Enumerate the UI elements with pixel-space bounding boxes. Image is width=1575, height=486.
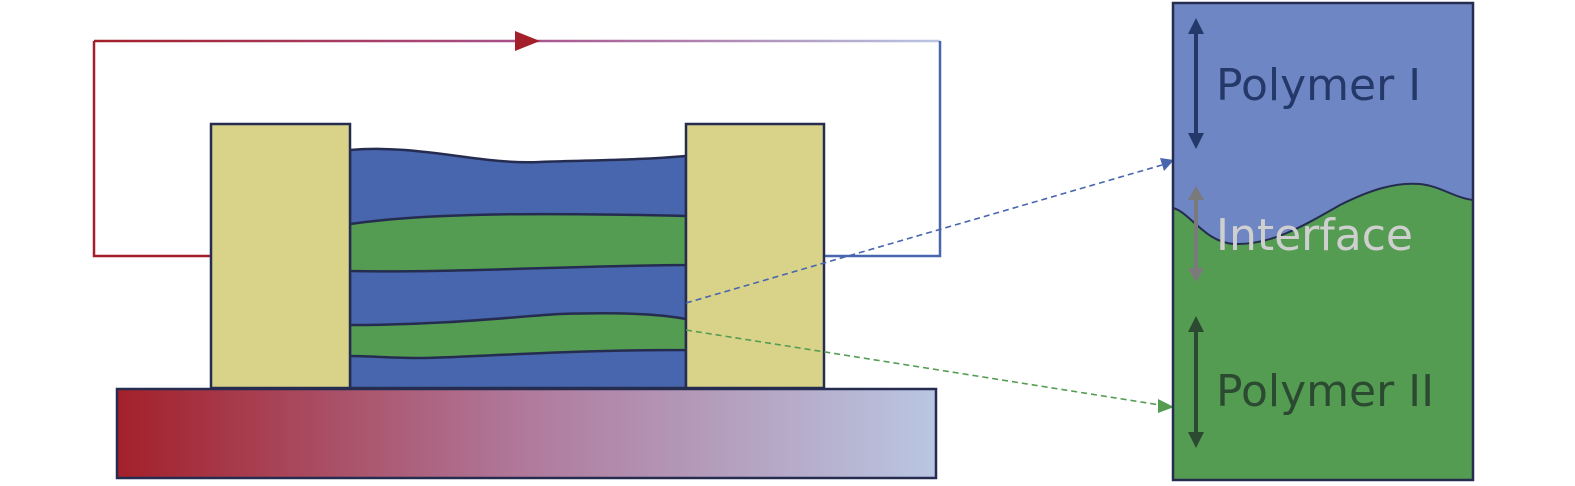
temperature-gradient-substrate <box>115 387 938 480</box>
polymer-1-label: Polymer I <box>1216 60 1421 111</box>
arrowhead-icon <box>1160 158 1174 171</box>
interface-line <box>1172 182 1474 246</box>
right-electrode <box>684 122 826 390</box>
interface-zoom-panel: Polymer I Interface Polymer II <box>1171 1 1475 482</box>
arrowhead-icon <box>1158 399 1174 413</box>
left-electrode <box>209 122 352 390</box>
interface-label: Interface <box>1216 210 1413 261</box>
callout-lines <box>685 158 1174 413</box>
polymer-1-thickness-arrow-icon <box>1188 18 1204 149</box>
polymer-stack <box>348 147 688 390</box>
polymer-layer-green <box>348 212 688 273</box>
interface-thickness-arrow-icon <box>1188 186 1204 282</box>
current-direction-arrow-icon <box>515 31 540 51</box>
polymer-2-label: Polymer II <box>1216 366 1434 417</box>
polymer-2-thickness-arrow-icon <box>1188 316 1204 448</box>
circuit-wire <box>92 31 942 258</box>
